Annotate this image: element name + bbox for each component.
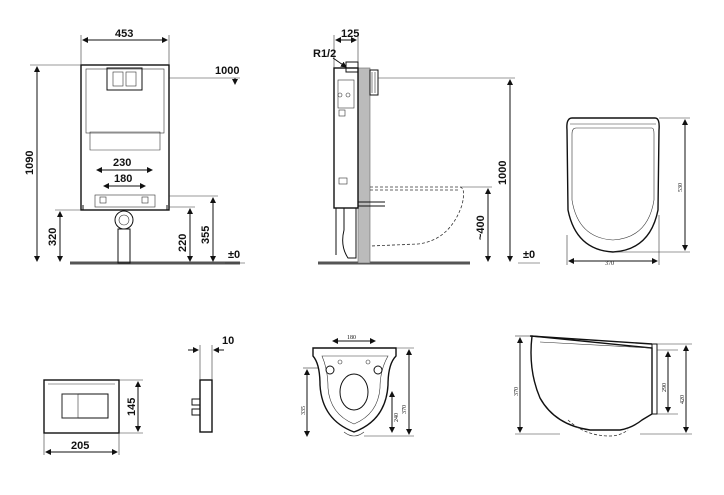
dim-bowl-total-370: 370 bbox=[402, 405, 408, 414]
dim-drain-height-320: 320 bbox=[47, 228, 59, 246]
front-view-frame: 453 1000 1090 320 230 180 220 355 ±0 bbox=[24, 28, 245, 265]
floor-level-side: ±0 bbox=[523, 249, 535, 261]
bowl-top-view: 370 530 bbox=[566, 117, 690, 267]
dim-bowl-width-370: 370 bbox=[605, 261, 614, 267]
bowl-side-detail: 370 290 420 bbox=[514, 335, 692, 437]
dim-plate-depth-10: 10 bbox=[222, 335, 234, 347]
flush-button-outline bbox=[106, 67, 143, 91]
dim-flange-height-355: 355 bbox=[200, 226, 212, 244]
flush-plate-side: 10 bbox=[188, 335, 234, 433]
dim-button-height-1000: 1000 bbox=[215, 65, 239, 77]
dim-side-rear-420: 420 bbox=[680, 395, 686, 404]
drain-pipe bbox=[114, 210, 134, 230]
dim-plate-width-205: 205 bbox=[71, 440, 89, 452]
dim-height-1090: 1090 bbox=[24, 151, 36, 175]
dim-bowl-height-400: ~400 bbox=[475, 215, 487, 240]
side-view-frame: 125 R1/2 1000 ~400 ±0 bbox=[313, 28, 540, 265]
dim-depth-125: 125 bbox=[341, 28, 359, 40]
dim-bowl-length-530: 530 bbox=[678, 183, 684, 192]
dim-side-rim-290: 290 bbox=[662, 383, 668, 392]
dim-plate-height-145: 145 bbox=[126, 398, 138, 416]
dim-seat-height-220: 220 bbox=[177, 234, 189, 252]
floor-level-front: ±0 bbox=[228, 249, 240, 261]
dim-bowl-height-335: 335 bbox=[301, 406, 307, 415]
dim-spacing-180: 180 bbox=[114, 173, 132, 185]
bowl-front-detail: 180 335 240 370 bbox=[301, 335, 414, 437]
dim-width-453: 453 bbox=[115, 28, 133, 40]
dim-side-front-370: 370 bbox=[514, 387, 520, 396]
bowl-outline-dashed bbox=[369, 186, 464, 247]
label-inlet-r12: R1/2 bbox=[313, 48, 336, 60]
dim-spacing-230: 230 bbox=[113, 157, 131, 169]
flush-plate-front: 205 145 bbox=[43, 379, 143, 455]
dim-fixing-spacing-180: 180 bbox=[347, 335, 356, 341]
dim-bowl-inner-240: 240 bbox=[394, 413, 400, 422]
dim-side-height-1000: 1000 bbox=[497, 161, 509, 185]
